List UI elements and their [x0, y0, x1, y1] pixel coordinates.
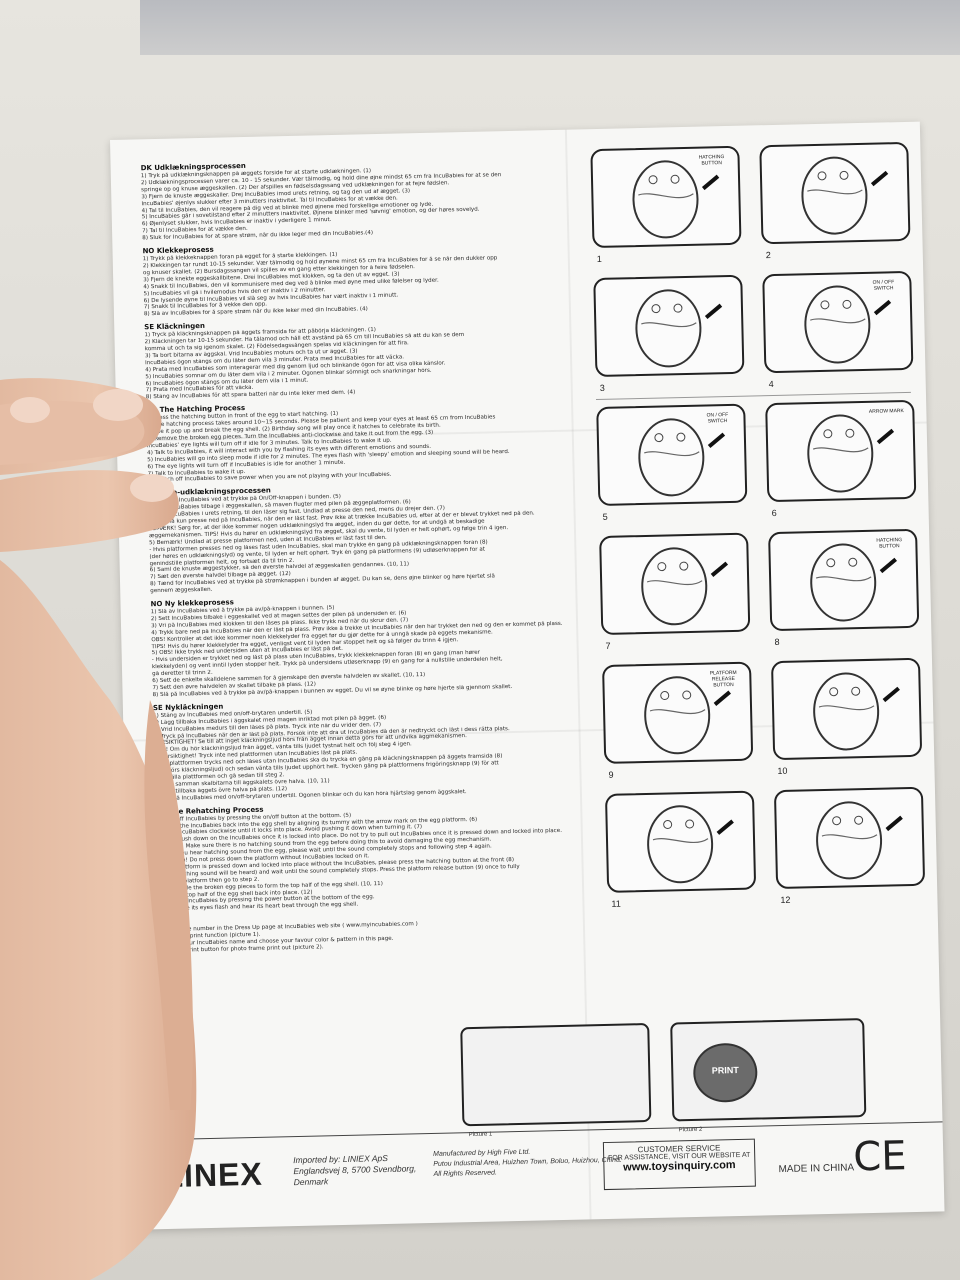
panel-number: 11	[611, 898, 621, 909]
panel-number: 12	[780, 894, 791, 905]
fingernail	[10, 397, 50, 423]
instruction-panel: 7	[599, 532, 751, 651]
instruction-panel: 2	[759, 141, 911, 260]
print-button-illustration: PRINT	[692, 1042, 758, 1103]
linex-logo: LINEX	[163, 1155, 264, 1195]
panel-number: 4	[768, 379, 774, 390]
customer-service-url: www.toysinquiry.com	[623, 1159, 736, 1174]
importer-info: Imported by: LINIEX ApS Englandsvej 8, 5…	[293, 1152, 417, 1188]
instruction-panel: PLATFORM RELEASE BUTTON 9	[602, 661, 754, 780]
panel-caption: ON / OFF SWITCH	[706, 412, 729, 425]
print-button-label: PRINT	[711, 1064, 739, 1076]
print-illustrations: Picture 1 PRINT Picture 2	[460, 1017, 932, 1138]
panel-number: 10	[777, 765, 788, 777]
panel-caption: HATCHING BUTTON	[876, 537, 903, 550]
customer-service-box: CUSTOMER SERVICE FOR ASSISTANCE, VISIT O…	[602, 1138, 756, 1191]
instruction-panel: ARROW MARK 6	[765, 399, 917, 518]
panel-caption: PLATFORM RELEASE BUTTON	[709, 669, 737, 689]
panel-number: 6	[771, 507, 777, 519]
instruction-panel: HATCHING BUTTON 1	[590, 145, 742, 264]
panel-caption: ARROW MARK	[868, 408, 904, 415]
panel-number: 2	[765, 250, 771, 261]
instruction-panel: 3	[593, 274, 745, 393]
manufacturer-info: Manufactured by High Five Ltd. Putou Ind…	[433, 1146, 622, 1180]
panel-number: 8	[774, 636, 780, 648]
instruction-panel: 10	[770, 657, 923, 776]
panel-number: 1	[596, 253, 602, 264]
made-in-china-label: MADE IN CHINA	[778, 1162, 855, 1176]
instruction-panel: ON / OFF SWITCH 5	[596, 403, 748, 522]
picture-2-panel: PRINT Picture 2	[670, 1018, 867, 1133]
importer-line: Denmark	[293, 1176, 329, 1188]
panel-number: 5	[602, 511, 608, 522]
panel-number: 3	[599, 382, 605, 393]
instruction-panel: 11	[604, 790, 757, 909]
leaflet-footer: LINEX Imported by: LINIEX ApS Englandsve…	[132, 1121, 945, 1221]
background-wall	[140, 0, 960, 55]
panel-caption: ON / OFF SWITCH	[872, 279, 895, 292]
panel-number: 7	[605, 640, 611, 651]
ce-mark: CE	[852, 1133, 907, 1181]
panel-number: 9	[608, 769, 614, 780]
instruction-panel: 12	[773, 786, 926, 905]
instruction-panel: ON / OFF SWITCH 4	[762, 270, 914, 389]
instruction-panel: HATCHING BUTTON 8	[768, 528, 920, 647]
panel-caption: HATCHING BUTTON	[698, 154, 725, 167]
picture-1-panel: Picture 1	[460, 1022, 652, 1138]
